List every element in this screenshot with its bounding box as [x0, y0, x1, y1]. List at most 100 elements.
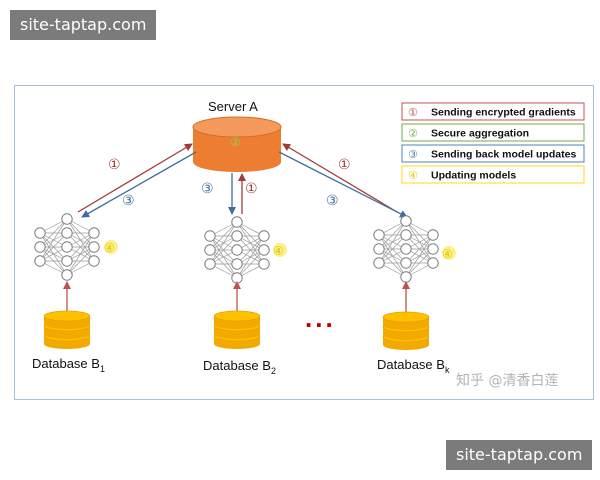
arrow-right-up — [282, 143, 398, 213]
legend-item-secure-aggregation: ② Secure aggregation — [401, 123, 585, 142]
database-bk-icon — [382, 311, 430, 350]
svg-text:④: ④ — [273, 244, 284, 258]
nn-node — [400, 243, 412, 255]
ellipsis: ... — [305, 303, 336, 333]
nn-node — [204, 244, 216, 256]
neural-network-b1 — [34, 213, 100, 281]
nn-edge — [209, 221, 238, 265]
nn-node — [427, 257, 439, 269]
step-1-right: ① — [338, 157, 351, 173]
svg-text:③: ③ — [408, 148, 418, 161]
nn-node — [34, 227, 46, 239]
nn-edge — [405, 248, 434, 278]
nn-node — [61, 255, 73, 267]
nn-edge — [236, 235, 265, 279]
server-label: Server A — [208, 99, 258, 114]
nn-node — [88, 241, 100, 253]
step-3-right: ③ — [326, 193, 339, 209]
nn-node — [427, 229, 439, 241]
svg-text:②: ② — [408, 127, 418, 140]
nn-node — [204, 258, 216, 270]
svg-text:④: ④ — [408, 169, 418, 182]
legend-item-updating-models: ④ Updating models — [401, 165, 585, 184]
nn-node — [61, 213, 73, 225]
database-b1-label: Database B1 — [32, 356, 105, 374]
database-bk-label: Database Bk — [377, 357, 450, 375]
database-b1-icon — [43, 310, 91, 349]
nn-node — [427, 243, 439, 255]
server-step-2-mark: ② — [230, 135, 241, 149]
database-disk — [382, 311, 430, 330]
svg-text:①: ① — [408, 106, 418, 119]
database-disk — [213, 310, 261, 329]
nn-node — [258, 258, 270, 270]
nn-node — [373, 229, 385, 241]
nn-node — [34, 255, 46, 267]
diagram-frame — [14, 85, 594, 400]
nn-edge — [378, 220, 407, 250]
nn-node — [61, 241, 73, 253]
step-4-mark-b2: ④ — [273, 243, 287, 258]
database-b2-label: Database B2 — [203, 358, 276, 376]
legend: ① Sending encrypted gradients ② Secure a… — [401, 102, 585, 184]
svg-text:④: ④ — [442, 247, 453, 261]
legend-item-sending-back-model-updates: ③ Sending back model updates — [401, 144, 585, 163]
nn-edge — [66, 232, 95, 262]
database-b2-icon — [213, 310, 261, 349]
nn-node — [61, 269, 73, 281]
svg-text:Secure aggregation: Secure aggregation — [431, 128, 529, 140]
nn-edge — [39, 218, 68, 248]
arrow-right-down — [278, 151, 408, 218]
nn-node — [400, 271, 412, 283]
nn-node — [61, 227, 73, 239]
nn-node — [88, 227, 100, 239]
nn-node — [231, 272, 243, 284]
nn-edge — [39, 232, 68, 262]
neural-network-bk — [373, 215, 439, 283]
nn-edge — [66, 246, 95, 276]
watermark-top: site-taptap.com — [10, 10, 157, 40]
nn-edge — [209, 235, 238, 265]
step-1-left: ① — [108, 157, 121, 173]
nn-node — [258, 244, 270, 256]
nn-edge — [405, 234, 434, 264]
nn-node — [400, 215, 412, 227]
svg-text:Sending encrypted gradients: Sending encrypted gradients — [431, 107, 576, 119]
nn-node — [400, 229, 412, 241]
step-4-mark-b1: ④ — [104, 240, 118, 255]
svg-text:Updating models: Updating models — [431, 170, 516, 182]
server-cylinder — [192, 116, 282, 172]
nn-node — [231, 258, 243, 270]
nn-node — [373, 257, 385, 269]
arrow-left-up — [77, 143, 193, 213]
nn-node — [231, 230, 243, 242]
arrow-left-down — [81, 151, 197, 218]
nn-node — [34, 241, 46, 253]
neural-network-b2 — [204, 216, 270, 284]
nn-edge — [236, 249, 265, 279]
nn-edge — [66, 232, 95, 276]
nn-edge — [378, 234, 407, 264]
legend-item-sending-encrypted-gradients: ① Sending encrypted gradients — [401, 102, 585, 121]
step-4-mark-bk: ④ — [442, 246, 456, 261]
nn-node — [400, 257, 412, 269]
zhihu-credit: 知乎 @清香白莲 — [456, 372, 558, 389]
nn-node — [258, 230, 270, 242]
nn-edge — [236, 235, 265, 265]
nn-edge — [209, 221, 238, 251]
nn-node — [373, 243, 385, 255]
svg-text:④: ④ — [104, 241, 115, 255]
watermark-bottom: site-taptap.com — [446, 440, 593, 470]
nn-edge — [405, 234, 434, 278]
nn-edge — [378, 220, 407, 264]
svg-text:Sending back model updates: Sending back model updates — [431, 149, 576, 161]
step-3-center: ③ — [201, 181, 214, 197]
step-1-center: ① — [245, 181, 258, 197]
nn-node — [231, 216, 243, 228]
nn-edge — [39, 218, 68, 262]
step-3-left: ③ — [122, 193, 135, 209]
nn-node — [88, 255, 100, 267]
nn-node — [231, 244, 243, 256]
nn-node — [204, 230, 216, 242]
